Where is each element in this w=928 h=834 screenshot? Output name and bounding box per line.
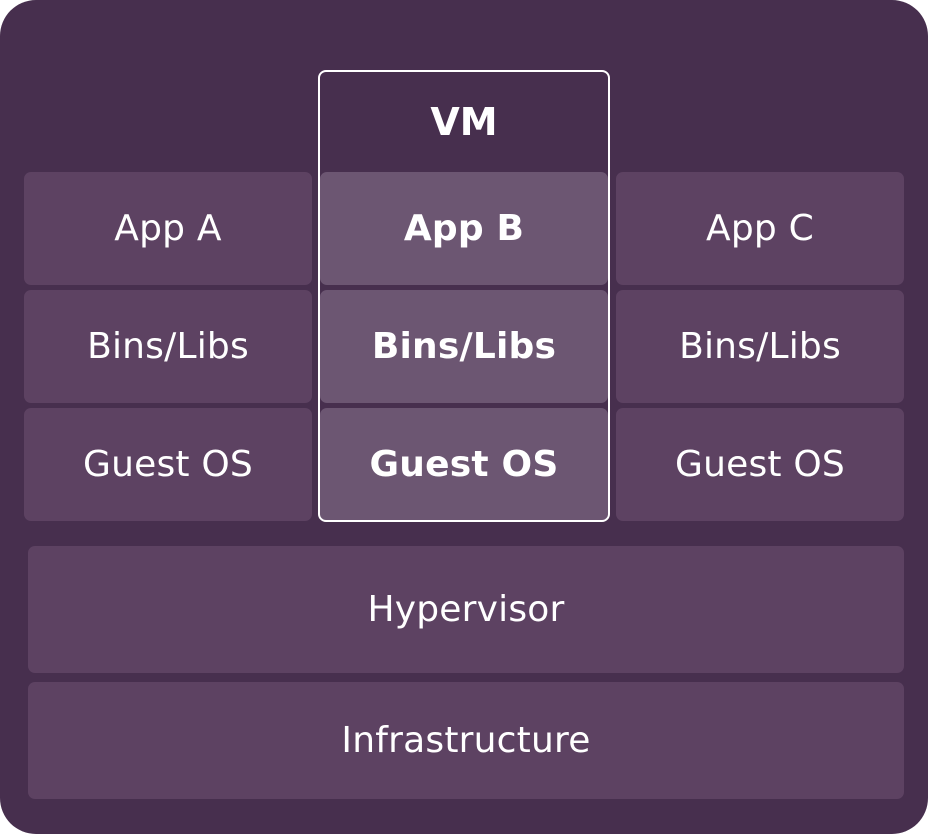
bins-libs-c-block: Bins/Libs (616, 290, 904, 403)
guest-os-a-block: Guest OS (24, 408, 312, 521)
app-a-block: App A (24, 172, 312, 285)
vm-frame (318, 70, 610, 522)
bins-libs-b-block: Bins/Libs (320, 290, 608, 403)
guest-os-c-block: Guest OS (616, 408, 904, 521)
guest-os-b-block: Guest OS (320, 408, 608, 521)
app-b-block: App B (320, 172, 608, 285)
vm-title: VM (430, 100, 498, 144)
hypervisor-block: Hypervisor (28, 546, 904, 673)
bins-libs-a-block: Bins/Libs (24, 290, 312, 403)
infrastructure-block: Infrastructure (28, 682, 904, 799)
app-c-block: App C (616, 172, 904, 285)
